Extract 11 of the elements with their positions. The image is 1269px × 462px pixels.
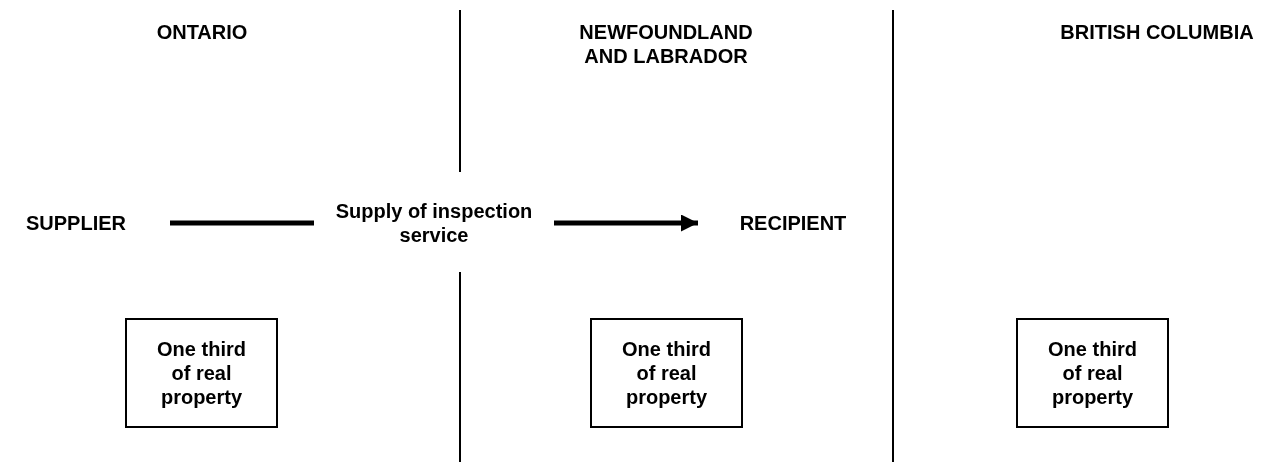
column-heading: BRITISH COLUMBIA xyxy=(1059,20,1255,44)
text-box xyxy=(590,318,743,428)
column-heading: ONTARIO xyxy=(155,20,249,44)
box-text: One third of real property xyxy=(1047,337,1138,409)
party-label: RECIPIENT xyxy=(718,208,868,238)
box-text: One third of real property xyxy=(156,337,247,409)
box-text: One third of real property xyxy=(621,337,712,409)
text-box xyxy=(125,318,278,428)
text-box xyxy=(1016,318,1169,428)
column-heading: NEWFOUNDLAND AND LABRADOR xyxy=(578,20,754,68)
party-label: SUPPLIER xyxy=(6,208,146,238)
